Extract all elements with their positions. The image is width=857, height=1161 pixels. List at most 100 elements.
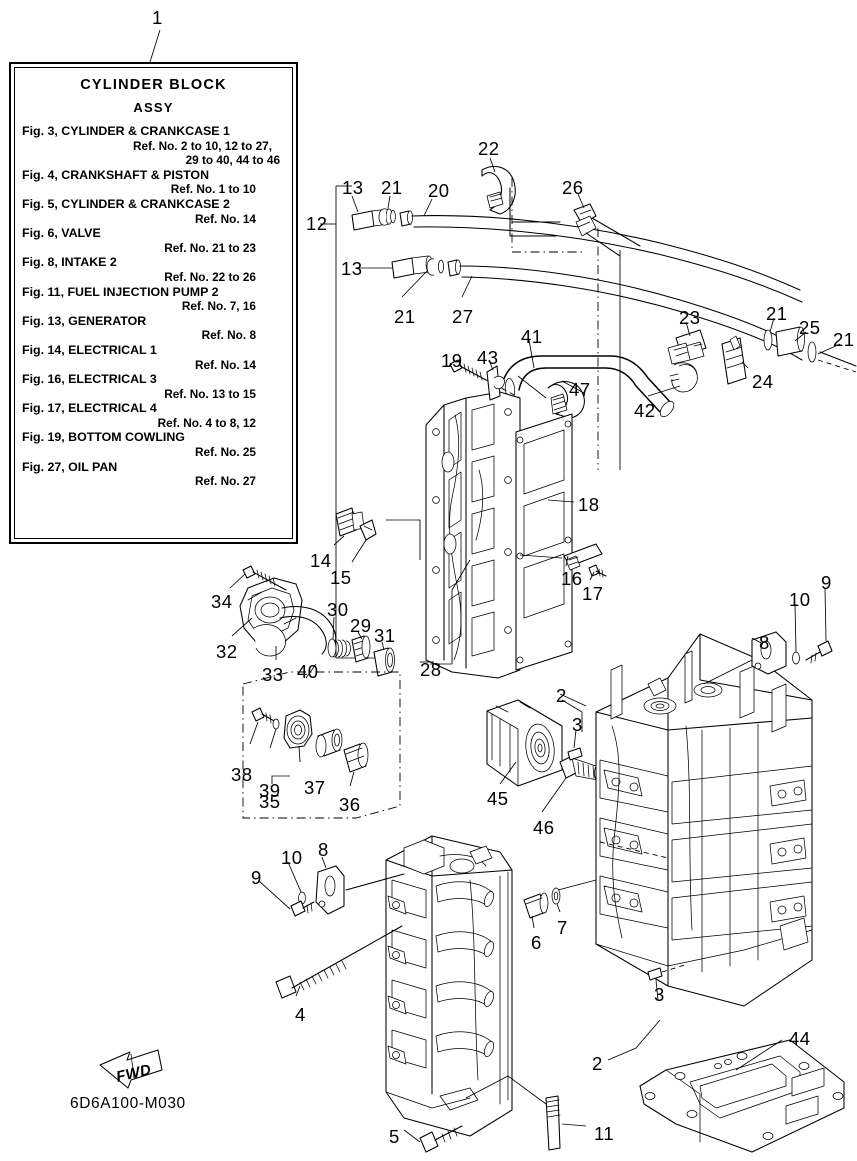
part-washer-7 <box>551 879 597 913</box>
callout-21: 21 <box>394 306 416 327</box>
part-bolt-4 <box>275 925 403 999</box>
callout-35: 35 <box>259 791 281 812</box>
fwd-label: FWD <box>114 1061 154 1086</box>
legend-box: CYLINDER BLOCK ASSY Fig. 3, CYLINDER & C… <box>9 62 298 544</box>
callout-22: 22 <box>478 138 500 159</box>
part-spring-30 <box>327 616 351 658</box>
part-bolt-9a <box>258 880 315 917</box>
callout-45: 45 <box>487 788 509 809</box>
legend-fig-title: Fig. 16, ELECTRICAL 3 <box>22 372 157 387</box>
legend-fig-refs: Ref. No. 4 to 8, 12 <box>157 415 256 430</box>
callout-1: 1 <box>152 7 163 28</box>
legend-fig-refs: Ref. No. 8 <box>201 328 256 343</box>
part-gasket-44 <box>639 1039 845 1153</box>
part-washer-10a <box>287 861 306 905</box>
legend-title: CYLINDER BLOCK <box>80 77 227 93</box>
part-connector-23 <box>667 321 707 365</box>
part-cylinder-block-2 <box>595 633 813 1007</box>
legend-fig-refs: Ref. No. 13 to 15 <box>164 386 256 401</box>
callout-24: 24 <box>752 371 774 392</box>
callout-20: 20 <box>428 180 450 201</box>
callout-30: 30 <box>327 599 349 620</box>
callout-32: 32 <box>216 641 238 662</box>
part-pipe-27 <box>356 255 803 361</box>
callout-13: 13 <box>341 258 363 279</box>
callout-6: 6 <box>531 932 542 953</box>
callout-28: 28 <box>420 659 442 680</box>
callout-12: 12 <box>306 213 328 234</box>
legend-fig-refs: 29 to 40, 44 to 46 <box>185 153 280 168</box>
part-washer-10b <box>792 603 800 665</box>
legend-subtitle: ASSY <box>133 100 174 115</box>
legend-entry-list: Fig. 3, CYLINDER & CRANKCASE 1 Ref. No. 2… <box>21 124 286 489</box>
legend-fig-refs: Ref. No. 1 to 10 <box>170 182 256 197</box>
part-bolt-5 <box>403 1125 463 1153</box>
callout-19: 19 <box>441 350 463 371</box>
legend-fig-refs: Ref. No. 14 <box>195 211 256 226</box>
callout-18: 18 <box>578 494 600 515</box>
legend-fig-refs: Ref. No. 7, 16 <box>181 299 256 314</box>
callout-43: 43 <box>477 347 499 368</box>
legend-fig-title: Fig. 27, OIL PAN <box>22 459 118 474</box>
legend-inner-border: CYLINDER BLOCK ASSY Fig. 3, CYLINDER & C… <box>14 67 293 539</box>
part-union-25 <box>763 326 857 373</box>
callout-10: 10 <box>281 847 303 868</box>
part-bracket-16 <box>563 543 603 571</box>
part-pulley-37 <box>283 709 313 763</box>
callout-33: 33 <box>262 664 284 685</box>
part-housing-32 <box>231 577 337 660</box>
callout-39: 39 <box>259 780 281 801</box>
callout-34: 34 <box>211 591 233 612</box>
legend-fig-title: Fig. 8, INTAKE 2 <box>22 255 117 270</box>
part-bolt-17 <box>588 564 607 581</box>
part-clamp-22 <box>481 157 516 215</box>
legend-fig-title: Fig. 14, ELECTRICAL 1 <box>22 342 157 357</box>
legend-fig-refs: Ref. No. 25 <box>195 445 256 460</box>
part-bolt-19 <box>449 359 521 399</box>
legend-fig-refs: Ref. No. 14 <box>195 357 256 372</box>
callout-47: 47 <box>569 379 591 400</box>
part-dowel-3b <box>647 963 689 1001</box>
callout-44: 44 <box>789 1028 811 1049</box>
callout-9: 9 <box>251 867 262 888</box>
callout-14: 14 <box>310 550 332 571</box>
callout-2: 2 <box>556 685 567 706</box>
leader-1 <box>149 29 161 63</box>
callout-4: 4 <box>295 1004 306 1025</box>
part-nut-31 <box>373 641 395 677</box>
legend-fig-title: Fig. 3, CYLINDER & CRANKCASE 1 <box>22 124 230 138</box>
callout-27: 27 <box>452 306 474 327</box>
callout-9: 9 <box>821 572 832 593</box>
part-clamp-42 <box>647 362 698 397</box>
callout-15: 15 <box>330 567 352 588</box>
legend-fig-title: Fig. 11, FUEL INJECTION PUMP 2 <box>22 284 219 299</box>
part-seal <box>315 728 343 758</box>
callout-17: 17 <box>582 583 604 604</box>
part-dowel-3a <box>561 699 583 761</box>
callout-38: 38 <box>231 764 253 785</box>
part-crankcase-plate-18 <box>425 391 521 679</box>
callout-21: 21 <box>833 329 855 350</box>
callout-11: 11 <box>594 1123 615 1144</box>
callout-21: 21 <box>766 303 788 324</box>
callout-16: 16 <box>561 568 583 589</box>
callout-8: 8 <box>318 839 329 860</box>
legend-fig-title: Fig. 5, CYLINDER & CRANKCASE 2 <box>22 196 230 211</box>
callout-42: 42 <box>634 400 656 421</box>
legend-fig-title: Fig. 13, GENERATOR <box>22 313 147 328</box>
part-nut-29 <box>351 631 371 663</box>
part-bolt-34 <box>229 565 287 591</box>
callout-8: 8 <box>759 632 770 653</box>
callout-41: 41 <box>521 326 543 347</box>
callout-37: 37 <box>304 777 326 798</box>
callout-29: 29 <box>350 615 372 636</box>
callout-36: 36 <box>339 794 361 815</box>
callout-13: 13 <box>342 177 364 198</box>
part-intake-manifold <box>385 835 513 1137</box>
part-oil-filter-45 <box>486 699 563 787</box>
callout-25: 25 <box>799 317 821 338</box>
legend-fig-title: Fig. 4, CRANKSHAFT & PISTON <box>22 167 210 182</box>
part-cover-plate-18b <box>515 413 573 671</box>
